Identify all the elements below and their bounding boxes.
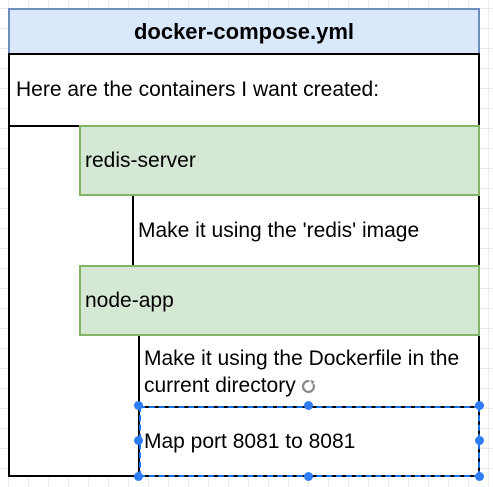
resize-handle-bottom-center-icon[interactable] — [304, 472, 313, 481]
resize-handle-bottom-left-icon[interactable] — [134, 472, 143, 481]
compose-file-title-text: docker-compose.yml — [133, 18, 355, 44]
compose-file-title[interactable]: docker-compose.yml — [8, 8, 480, 55]
resize-handle-top-center-icon[interactable] — [304, 401, 313, 410]
intro-text: Here are the containers I want created: — [16, 78, 380, 101]
service-node-app[interactable]: node-app — [79, 265, 480, 336]
redis-image-instruction[interactable]: Make it using the 'redis' image — [132, 194, 480, 267]
service-redis-server-label: redis-server — [85, 148, 196, 172]
resize-handle-top-right-icon[interactable] — [475, 401, 484, 410]
node-port-mapping-instruction-text: Map port 8081 to 8081 — [144, 430, 356, 453]
resize-handle-middle-right-icon[interactable] — [475, 436, 484, 445]
service-node-app-label: node-app — [85, 288, 174, 312]
resize-handle-top-left-icon[interactable] — [134, 401, 143, 410]
resize-handle-middle-left-icon[interactable] — [134, 436, 143, 445]
redis-image-instruction-text: Make it using the 'redis' image — [138, 219, 420, 242]
rotate-icon[interactable] — [301, 379, 316, 394]
resize-handle-bottom-right-icon[interactable] — [475, 472, 484, 481]
service-redis-server[interactable]: redis-server — [79, 125, 480, 196]
selection-outline[interactable] — [139, 406, 480, 477]
node-build-instruction[interactable]: Make it using the Dockerfile in the curr… — [138, 334, 480, 408]
intro-statement[interactable]: Here are the containers I want created: — [8, 53, 480, 127]
node-build-instruction-text: Make it using the Dockerfile in the curr… — [144, 347, 460, 397]
